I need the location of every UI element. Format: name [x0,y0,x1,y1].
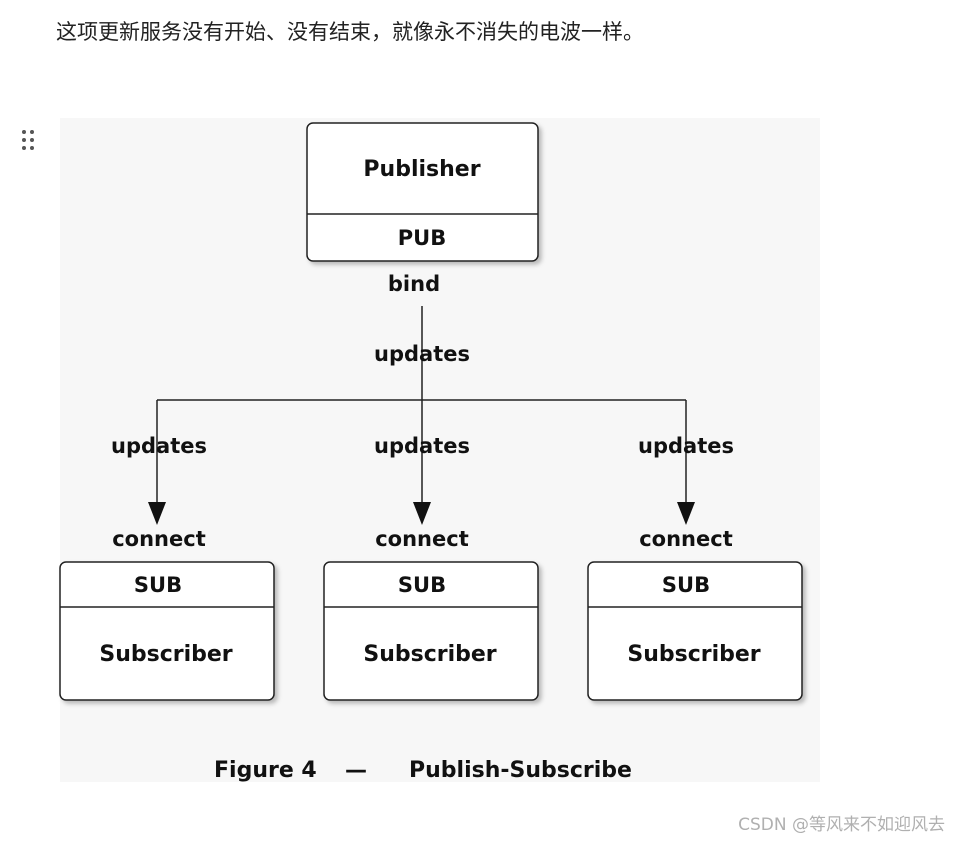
connect-label-left: connect [112,527,206,551]
drag-handle-icon[interactable] [18,126,42,154]
sub-socket-label: SUB [398,573,446,597]
connect-label-right: connect [639,527,733,551]
subscriber-label: Subscriber [99,642,232,667]
sub-socket-label: SUB [134,573,182,597]
publisher-node: Publisher PUB [306,122,539,262]
connect-label-center: connect [375,527,469,551]
intro-paragraph: 这项更新服务没有开始、没有结束，就像永不消失的电波一样。 [56,20,644,44]
subscriber-node: SUB Subscriber [59,561,275,701]
watermark: CSDN @等风来不如迎风去 [738,815,945,835]
branch-updates-label-left: updates [111,434,207,458]
publisher-label: Publisher [363,157,480,182]
trunk-updates-label: updates [374,342,470,366]
subscriber-node: SUB Subscriber [587,561,803,701]
pub-socket-label: PUB [398,226,446,250]
subscriber-node: SUB Subscriber [323,561,539,701]
bind-label: bind [388,272,440,296]
caption-dash: — [345,758,367,783]
sub-socket-label: SUB [662,573,710,597]
branch-updates-label-center: updates [374,434,470,458]
arrowhead-left [148,502,166,525]
subscriber-label: Subscriber [363,642,496,667]
branch-updates-label-right: updates [638,434,734,458]
figure-number: Figure 4 [214,758,317,783]
connection-lines [156,306,687,508]
arrowhead-center [413,502,431,525]
figure-title: Publish-Subscribe [409,758,632,783]
arrowhead-right [677,502,695,525]
subscriber-label: Subscriber [627,642,760,667]
